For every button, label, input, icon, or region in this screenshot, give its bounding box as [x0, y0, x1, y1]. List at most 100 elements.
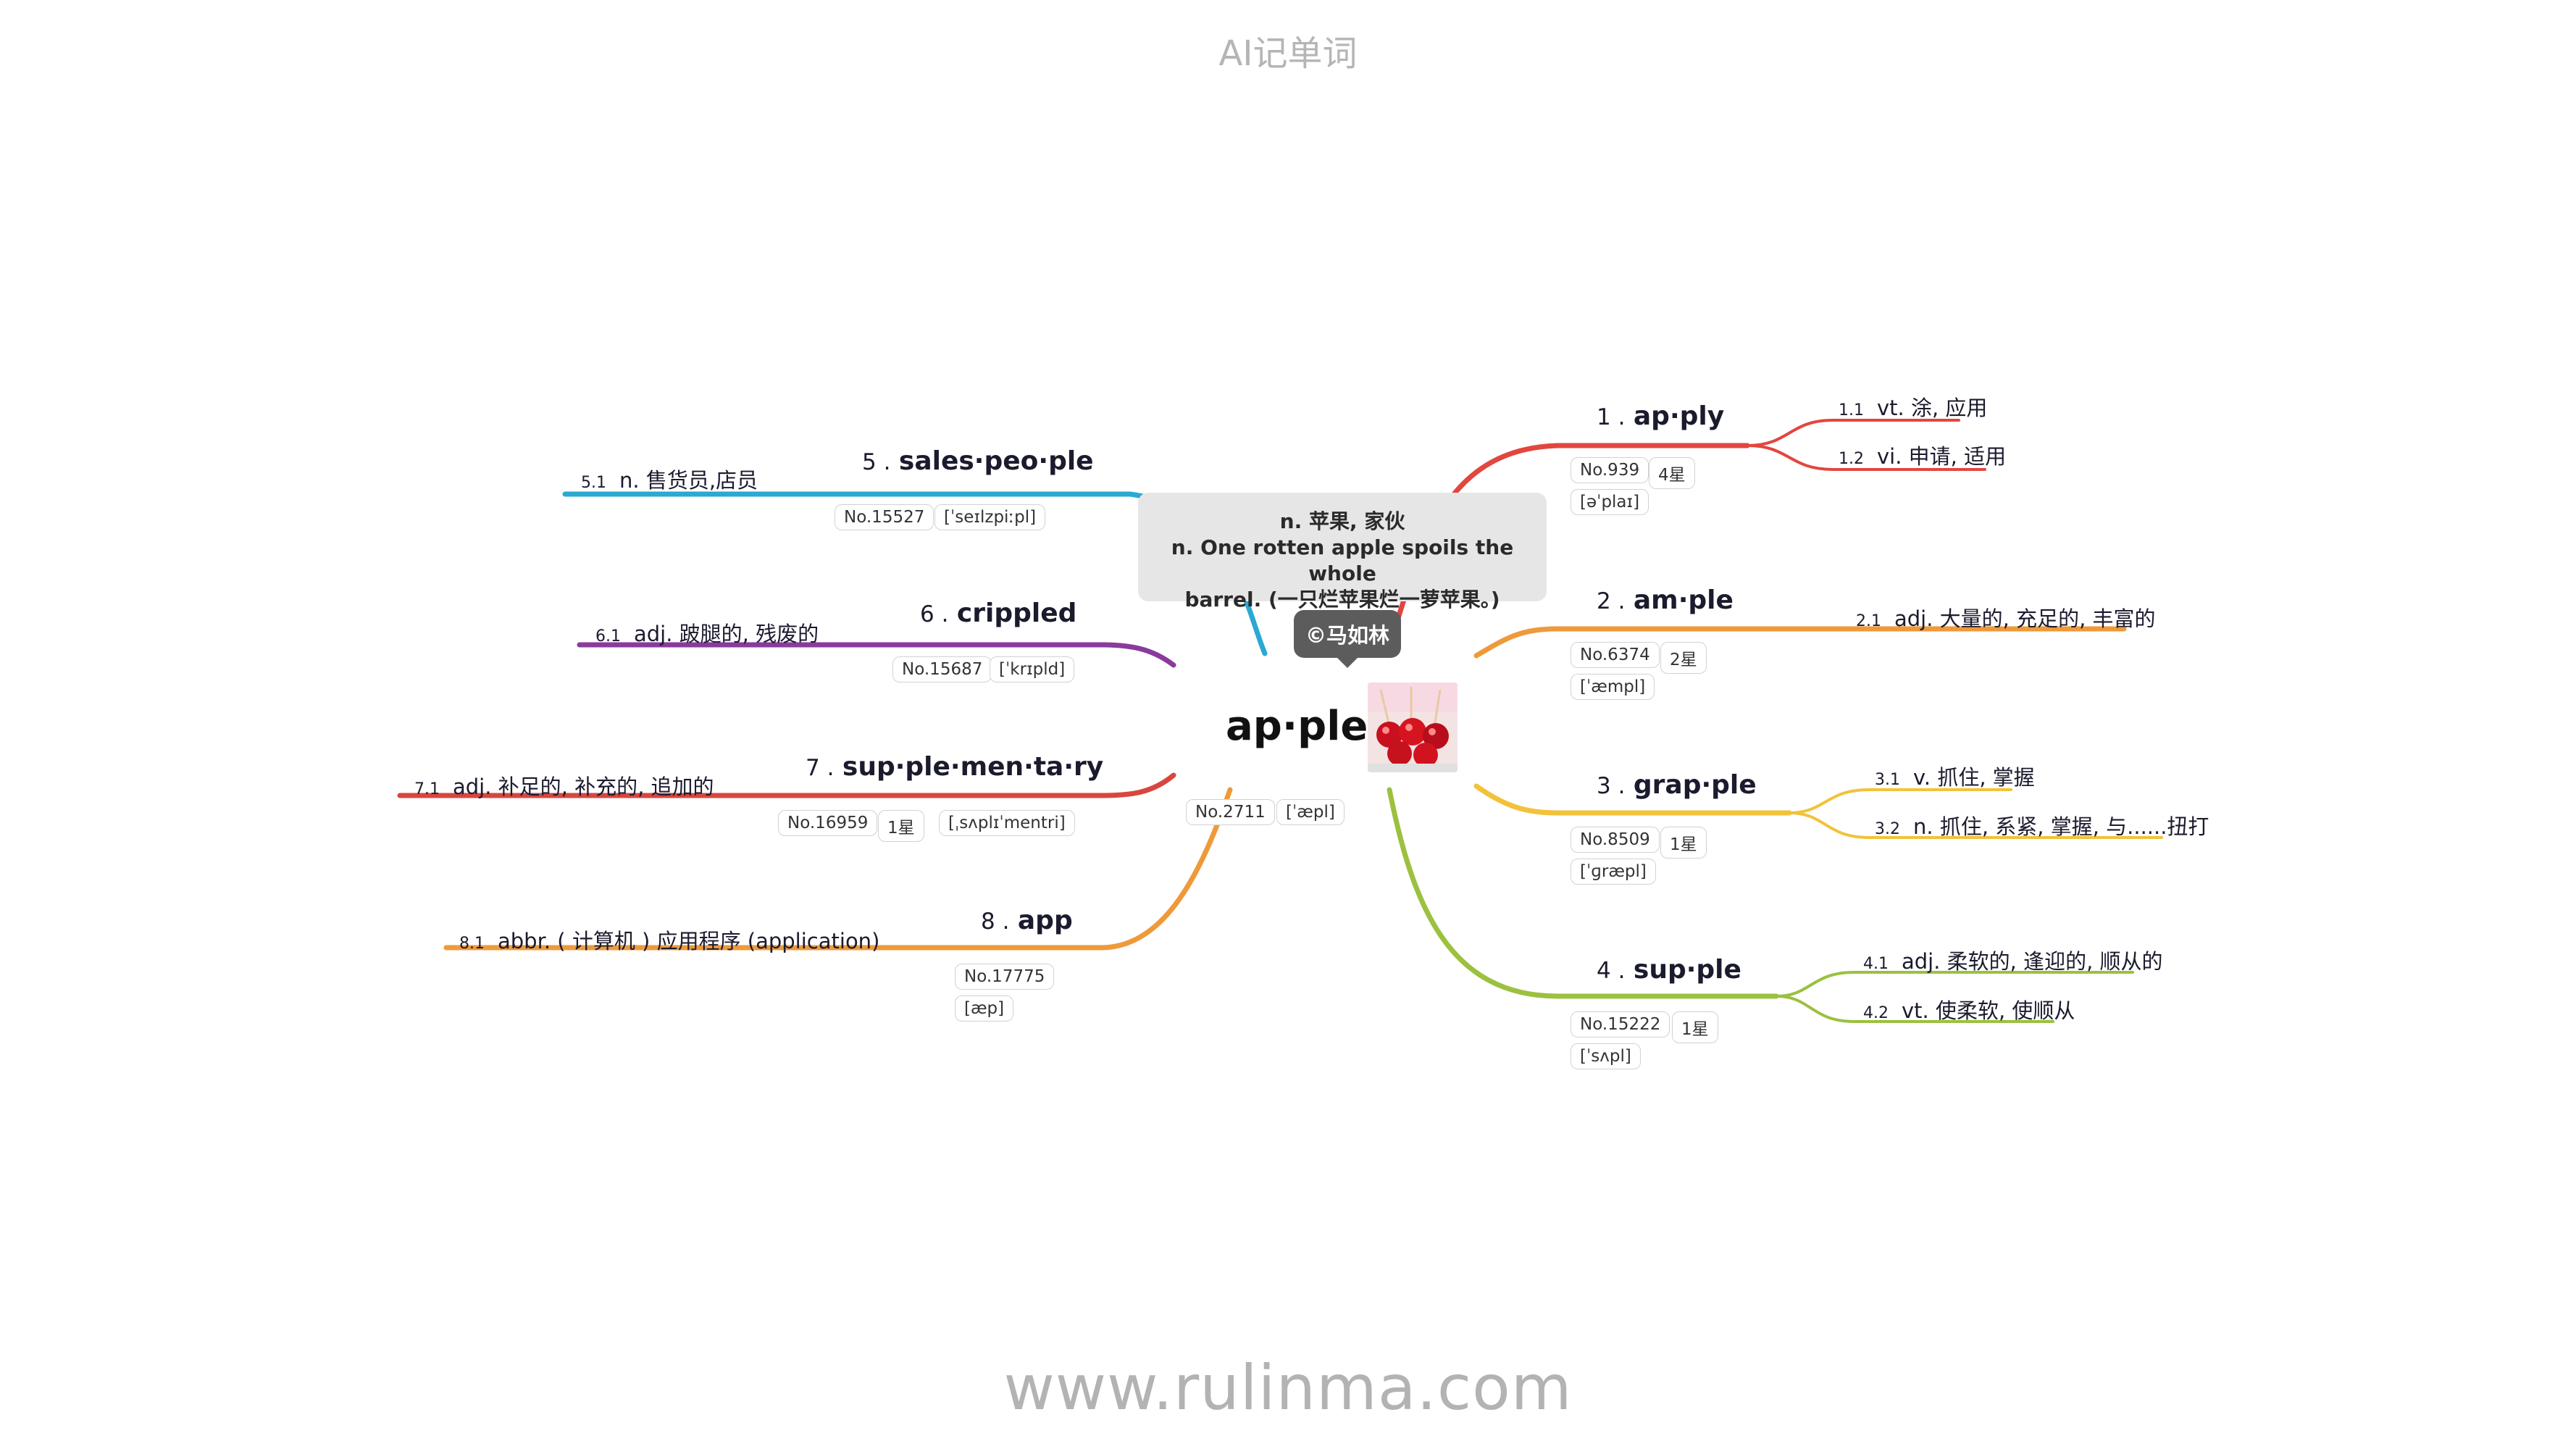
branch-4-sense-1-connector	[1775, 971, 2134, 998]
sense-number: 2.1	[1856, 612, 1881, 630]
phonetic-pill: [ˈæmpl]	[1571, 674, 1655, 700]
branch-5-phonetic: [ˈseɪlzpiːpl]	[934, 504, 1046, 530]
sense-8-1[interactable]: 8.1 abbr. ( 计算机 ) 应用程序 (application)	[459, 924, 879, 955]
branch-1-stars: 4星	[1649, 457, 1695, 489]
sense-5-1[interactable]: 5.1 n. 售货员,店员	[581, 464, 758, 494]
branch-6-rank: No.15687	[892, 656, 992, 682]
branch-4-stars: 1星	[1672, 1011, 1718, 1043]
branch-word: crippled	[956, 598, 1077, 628]
phonetic-pill: [æp]	[955, 995, 1014, 1022]
branch-4-title[interactable]: 4 . sup·ple	[1597, 955, 1741, 985]
branch-word: ap·ply	[1633, 401, 1725, 431]
branch-word: app	[1017, 906, 1073, 935]
sense-number: 4.2	[1863, 1004, 1889, 1022]
author-badge: ©马如林	[1294, 610, 1402, 668]
branch-2-stars: 2星	[1660, 642, 1707, 674]
sense-number: 3.1	[1875, 771, 1900, 789]
branch-5-title[interactable]: 5 . sales·peo·ple	[862, 446, 1094, 476]
branch-word: sup·ple	[1633, 955, 1741, 985]
sense-number: 4.1	[1863, 955, 1889, 973]
sense-number: 1.1	[1839, 401, 1864, 419]
branch-number: 8 .	[981, 909, 1010, 935]
sense-number: 5.1	[581, 474, 606, 492]
sense-7-1[interactable]: 7.1 adj. 补足的, 补充的, 追加的	[414, 770, 714, 801]
sense-number: 6.1	[595, 627, 621, 646]
phonetic-pill: [ˌsʌplɪˈmentri]	[939, 810, 1075, 836]
sense-text: n. 售货员,店员	[619, 468, 758, 493]
central-rank: No.2711	[1186, 799, 1275, 825]
central-word[interactable]: ap·ple	[1226, 703, 1368, 750]
tooltip-line-1: n. 苹果, 家伙	[1279, 509, 1405, 533]
sense-text: adj. 补足的, 补充的, 追加的	[453, 774, 714, 799]
branch-1-title[interactable]: 1 . ap·ply	[1597, 401, 1724, 431]
sense-1-1[interactable]: 1.1 vt. 涂, 应用	[1839, 391, 1987, 422]
branch-1-rank: No.939	[1571, 457, 1649, 483]
branch-4-phonetic: [ˈsʌpl]	[1571, 1043, 1641, 1069]
sense-number: 8.1	[459, 935, 485, 953]
branch-8-title[interactable]: 8 . app	[981, 906, 1073, 935]
sense-4-1[interactable]: 4.1 adj. 柔软的, 逢迎的, 顺从的	[1863, 945, 2163, 975]
sense-text: v. 抓住, 掌握	[1913, 765, 2035, 790]
sense-text: abbr. ( 计算机 ) 应用程序 (application)	[498, 929, 880, 953]
star-rating-pill: 1星	[1660, 827, 1707, 859]
phonetic-pill: [ˈæpl]	[1276, 799, 1345, 825]
branch-3-sense-2-connector	[1788, 811, 2163, 839]
branch-4-sense-2-connector	[1775, 995, 2054, 1023]
sense-text: n. 抓住, 系紧, 掌握, 与......扭打	[1913, 814, 2209, 839]
phonetic-pill: [ˈɡræpl]	[1571, 859, 1656, 885]
tooltip-line-3: barrel. (一只烂苹果烂一萝苹果。)	[1184, 588, 1500, 611]
central-phonetic: [ˈæpl]	[1276, 799, 1345, 825]
branch-1-sense-2-connector	[1746, 444, 1986, 471]
tooltip-line-2: n. One rotten apple spoils the whole	[1171, 535, 1514, 585]
candied-apples-image	[1368, 682, 1458, 772]
branch-3-stars: 1星	[1660, 827, 1707, 859]
branch-6-phonetic: [ˈkrɪpld]	[990, 656, 1075, 682]
branch-1-phonetic: [əˈplaɪ]	[1571, 489, 1649, 515]
branch-7-title[interactable]: 7 . sup·ple·men·ta·ry	[806, 752, 1103, 782]
branch-number: 6 .	[920, 601, 949, 627]
sense-text: adj. 柔软的, 逢迎的, 顺从的	[1902, 949, 2163, 974]
sense-number: 1.2	[1839, 450, 1864, 468]
sense-text: vt. 涂, 应用	[1877, 396, 1988, 420]
star-rating-pill: 1星	[878, 810, 924, 842]
branch-number: 3 .	[1597, 773, 1626, 799]
branch-3-sense-1-connector	[1788, 788, 2012, 814]
sense-text: adj. 大量的, 充足的, 丰富的	[1894, 606, 2156, 631]
branch-word: grap·ple	[1633, 770, 1757, 800]
branch-6-connector	[577, 642, 1176, 668]
branch-1-sense-1-connector	[1746, 419, 1960, 447]
branch-7-stars: 1星	[878, 810, 924, 842]
phonetic-pill: [ˈsʌpl]	[1571, 1043, 1641, 1069]
branch-8-phonetic: [æp]	[955, 995, 1014, 1022]
sense-3-2[interactable]: 3.2 n. 抓住, 系紧, 掌握, 与......扭打	[1875, 810, 2209, 840]
rank-pill: No.15687	[892, 656, 992, 682]
branch-4-connector	[1387, 787, 1779, 999]
branch-word: am·ple	[1633, 585, 1734, 615]
sense-2-1[interactable]: 2.1 adj. 大量的, 充足的, 丰富的	[1856, 602, 2156, 632]
branch-5-rank: No.15527	[835, 504, 934, 530]
sense-number: 7.1	[414, 780, 440, 798]
branch-number: 7 .	[806, 755, 835, 781]
branch-7-connector	[397, 772, 1176, 798]
sense-4-2[interactable]: 4.2 vt. 使柔软, 使顺从	[1863, 994, 2075, 1024]
branch-number: 5 .	[862, 449, 891, 475]
star-rating-pill: 2星	[1660, 642, 1707, 674]
branch-8-rank: No.17775	[955, 964, 1055, 990]
sense-3-1[interactable]: 3.1 v. 抓住, 掌握	[1875, 761, 2035, 791]
branch-4-rank: No.15222	[1571, 1011, 1670, 1037]
rank-pill: No.8509	[1571, 827, 1660, 853]
footer-url[interactable]: www.rulinma.com	[1003, 1352, 1573, 1424]
phonetic-pill: [əˈplaɪ]	[1571, 489, 1649, 515]
sense-text: vt. 使柔软, 使顺从	[1902, 998, 2075, 1023]
sense-number: 3.2	[1875, 820, 1900, 838]
branch-6-title[interactable]: 6 . crippled	[920, 598, 1076, 628]
rank-pill: No.15222	[1571, 1011, 1670, 1037]
branch-2-title[interactable]: 2 . am·ple	[1597, 585, 1734, 615]
branch-3-title[interactable]: 3 . grap·ple	[1597, 770, 1757, 800]
branch-2-connector	[1473, 626, 2127, 659]
star-rating-pill: 1星	[1672, 1011, 1718, 1043]
branch-7-rank: No.16959	[778, 810, 878, 836]
